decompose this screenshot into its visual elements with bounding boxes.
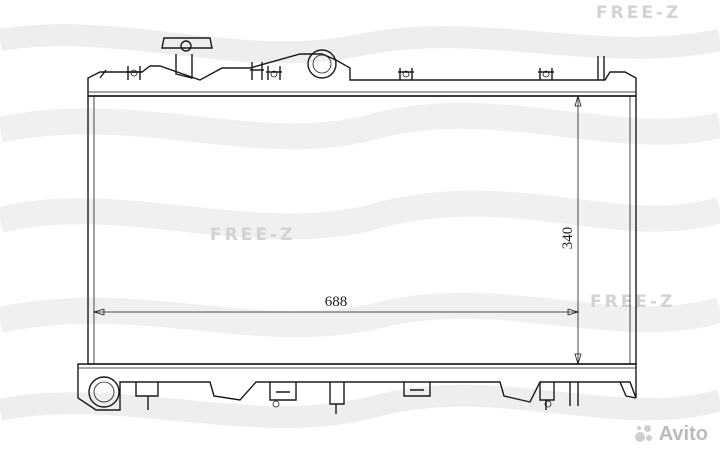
top-bracket-2: [250, 62, 264, 80]
top-bracket-1: [126, 66, 142, 80]
width-dimension-arrows: [92, 308, 580, 316]
bottom-bracket-3: [329, 382, 345, 414]
watermark-top-right: FREE-Z: [596, 3, 682, 23]
bottom-bracket-1: [135, 382, 159, 397]
bottom-outlet-inner: [93, 381, 115, 403]
top-bracket-5: [538, 68, 554, 80]
watermark-center-left: FREE-Z: [210, 225, 296, 245]
top-inlet-inner: [312, 54, 332, 74]
bottom-drain: [619, 381, 637, 399]
avito-logo-icon: [634, 424, 653, 442]
filler-cap: [161, 37, 213, 49]
bottom-bracket-2-hole: [272, 400, 280, 408]
top-bracket-4-hole: [402, 70, 410, 78]
top-tank: [87, 53, 637, 97]
width-dimension-label: 688: [325, 294, 348, 310]
filler-cap-center: [180, 40, 192, 52]
top-pin-right: [597, 56, 605, 80]
height-dimension-arrows: [574, 94, 582, 366]
top-bracket-3-hole: [270, 70, 278, 78]
radiator-core: [87, 95, 637, 365]
top-bracket-5-hole: [542, 70, 550, 78]
top-inlet-outer: [307, 49, 337, 79]
top-pin-left: [99, 69, 107, 79]
filler-neck: [175, 54, 193, 79]
bottom-tank: [77, 363, 637, 411]
bottom-pin-right: [569, 382, 579, 406]
watermark-right: FREE-Z: [590, 292, 676, 312]
height-dimension-label: 340: [560, 227, 576, 250]
top-bracket-3: [266, 66, 282, 80]
bottom-bracket-2: [269, 382, 297, 401]
marketplace-badge: Avito: [634, 423, 708, 446]
top-bracket-4: [398, 68, 414, 80]
bottom-bracket-4: [403, 382, 431, 397]
bottom-bracket-5: [539, 382, 555, 410]
top-bracket-1-hole: [130, 69, 138, 77]
bottom-outlet-outer: [88, 376, 120, 408]
bottom-bracket-5-hole: [544, 400, 552, 408]
marketplace-name: Avito: [658, 423, 708, 445]
